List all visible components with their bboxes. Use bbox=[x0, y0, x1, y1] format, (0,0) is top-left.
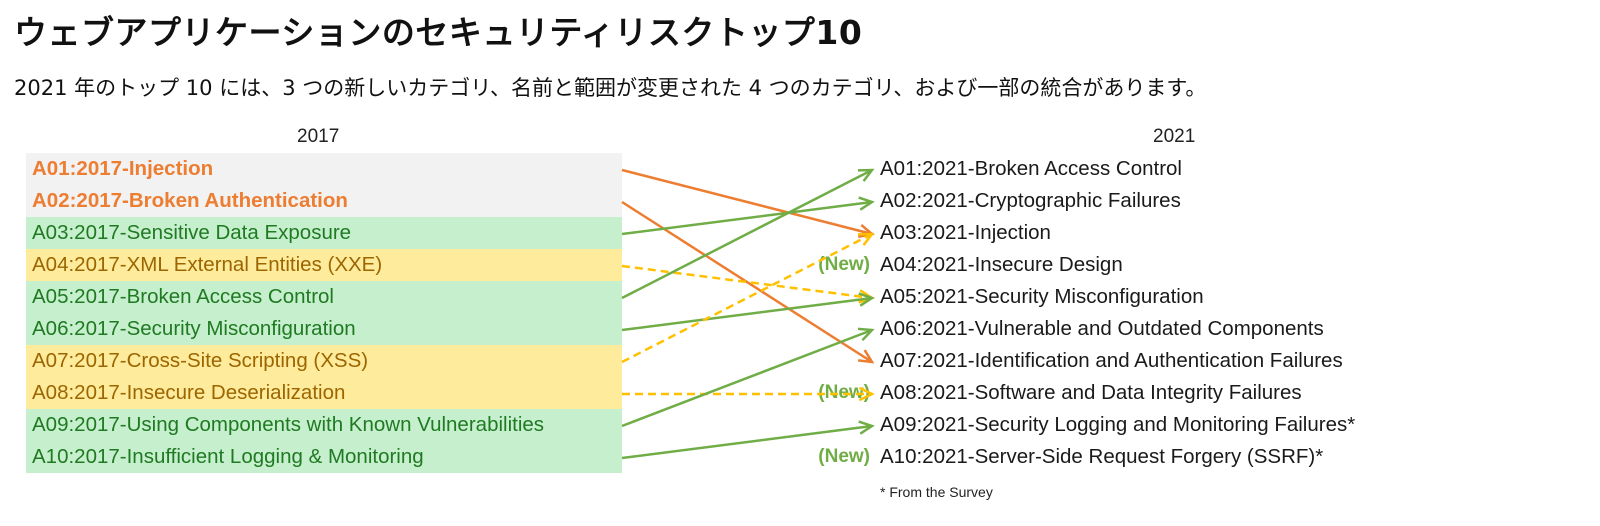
subtitle: 2021 年のトップ 10 には、3 つの新しいカテゴリ、名前と範囲が変更された… bbox=[14, 76, 1207, 100]
list-item-2017: A03:2017-Sensitive Data Exposure bbox=[26, 217, 622, 249]
list-item-2017: A08:2017-Insecure Deserialization bbox=[26, 377, 622, 409]
arrow-head bbox=[857, 327, 875, 342]
arrow-orange bbox=[621, 200, 875, 364]
arrow-line bbox=[621, 168, 873, 300]
arrow-line bbox=[621, 296, 873, 332]
list-item-2017: A06:2017-Security Misconfiguration bbox=[26, 313, 622, 345]
arrow-line bbox=[621, 424, 873, 460]
list-item-2017: A07:2017-Cross-Site Scripting (XSS) bbox=[26, 345, 622, 377]
arrow-green bbox=[621, 327, 875, 428]
list-item-2021: A06:2021-Vulnerable and Outdated Compone… bbox=[880, 313, 1355, 345]
list-item-2021: A10:2021-Server-Side Request Forgery (SS… bbox=[818, 441, 1355, 473]
arrow-green bbox=[621, 420, 875, 460]
header-2021: 2021 bbox=[1153, 126, 1196, 147]
item-label: A06:2021-Vulnerable and Outdated Compone… bbox=[880, 317, 1324, 340]
footnote: * From the Survey bbox=[880, 484, 993, 500]
arrow-green bbox=[621, 292, 875, 332]
new-badge: (New) bbox=[818, 254, 870, 275]
arrow-green bbox=[621, 168, 875, 300]
list-item-2017: A05:2017-Broken Access Control bbox=[26, 281, 622, 313]
list-item-2017: A04:2017-XML External Entities (XXE) bbox=[26, 249, 622, 281]
item-label: A09:2021-Security Logging and Monitoring… bbox=[880, 413, 1356, 436]
list-item-2021: A07:2021-Identification and Authenticati… bbox=[880, 345, 1355, 377]
header-2017: 2017 bbox=[297, 126, 340, 147]
list-item-2017: A10:2017-Insufficient Logging & Monitori… bbox=[26, 441, 622, 473]
arrow-yellow bbox=[621, 264, 875, 304]
arrow-line bbox=[621, 328, 873, 428]
list-item-2021: A05:2021-Security Misconfiguration bbox=[880, 281, 1355, 313]
list-item-2021: A04:2021-Insecure Design (New) bbox=[818, 249, 1355, 281]
new-badge: (New) bbox=[818, 446, 870, 467]
item-label: A03:2021-Injection bbox=[880, 221, 1051, 244]
arrow-head bbox=[858, 386, 875, 402]
item-label: A07:2021-Identification and Authenticati… bbox=[880, 349, 1343, 372]
arrow-green bbox=[621, 196, 875, 236]
item-label: A01:2021-Broken Access Control bbox=[880, 157, 1182, 180]
item-label: A10:2021-Server-Side Request Forgery (SS… bbox=[880, 445, 1324, 468]
arrow-head bbox=[858, 292, 875, 307]
arrow-line bbox=[621, 168, 873, 236]
arrow-head bbox=[857, 168, 875, 182]
list-item-2021: A09:2021-Security Logging and Monitoring… bbox=[880, 409, 1355, 441]
new-badge: (New) bbox=[818, 382, 870, 403]
arrow-yellow bbox=[621, 232, 875, 364]
arrow-line bbox=[621, 200, 873, 364]
list-item-2017: A09:2017-Using Components with Known Vul… bbox=[26, 409, 622, 441]
list-item-2021: A08:2021-Software and Data Integrity Fai… bbox=[818, 377, 1355, 409]
item-label: A08:2021-Software and Data Integrity Fai… bbox=[880, 381, 1302, 404]
page-title: ウェブアプリケーションのセキュリティリスクトップ10 bbox=[14, 13, 863, 52]
arrow-head bbox=[858, 196, 875, 211]
arrow-head bbox=[858, 420, 875, 435]
arrow-head bbox=[857, 232, 875, 246]
arrow-line bbox=[621, 232, 873, 364]
arrow-line bbox=[621, 200, 873, 236]
arrow-line bbox=[621, 264, 873, 300]
list-item-2021: A03:2021-Injection bbox=[880, 217, 1355, 249]
list-item-2017: A02:2017-Broken Authentication bbox=[26, 185, 622, 217]
list-item-2017: A01:2017-Injection bbox=[26, 153, 622, 185]
item-label: A02:2021-Cryptographic Failures bbox=[880, 189, 1181, 212]
arrow-head bbox=[857, 349, 875, 364]
item-label: A05:2021-Security Misconfiguration bbox=[880, 285, 1204, 308]
arrow-yellow bbox=[622, 386, 875, 402]
list-item-2021: A02:2021-Cryptographic Failures bbox=[880, 185, 1355, 217]
item-label: A04:2021-Insecure Design bbox=[880, 253, 1123, 276]
list-item-2021: A01:2021-Broken Access Control bbox=[880, 153, 1355, 185]
